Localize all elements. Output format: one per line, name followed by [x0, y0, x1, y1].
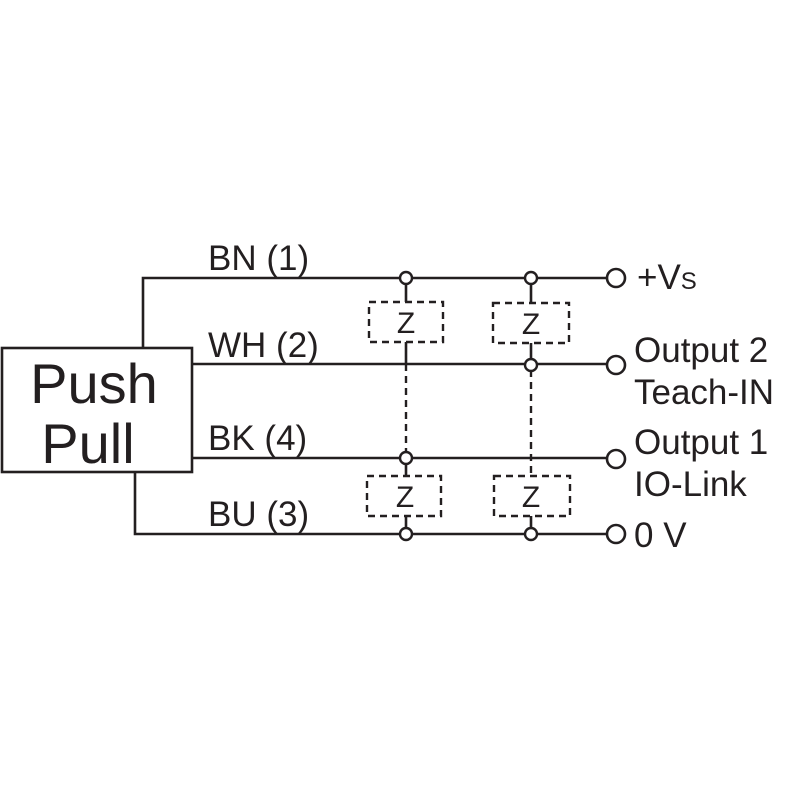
terminal-label-0v: 0 V — [634, 516, 687, 555]
terminal-label-vs-main: +V — [637, 258, 681, 297]
terminal-output-1 — [605, 448, 627, 470]
load-upper-left: Z — [367, 278, 445, 452]
junction-node — [398, 450, 414, 466]
load-lower-left: Z — [365, 458, 443, 528]
block-label-push: Push — [30, 352, 158, 415]
junction-node — [523, 357, 539, 373]
wire-bu — [133, 472, 606, 536]
junction-node — [523, 270, 539, 286]
wire-label-bn: BN (1) — [208, 239, 309, 278]
load-label: Z — [522, 308, 540, 341]
block-label-pull: Pull — [41, 412, 134, 475]
terminal-vs — [605, 267, 627, 289]
terminal-label-io-link: IO-Link — [634, 465, 747, 504]
terminal-label-vs-sub: S — [681, 268, 697, 295]
load-upper-right: Z — [491, 278, 571, 358]
load-box — [492, 474, 572, 518]
wire-label-bu: BU (3) — [208, 495, 309, 534]
load-box — [365, 474, 443, 518]
terminal-output-2 — [605, 354, 627, 376]
load-label: Z — [396, 481, 414, 514]
junction-node — [398, 526, 414, 542]
terminal-label-output-2: Output 2 — [634, 331, 768, 370]
terminal-label-output-1: Output 1 — [634, 423, 768, 462]
wire-label-bk: BK (4) — [208, 419, 307, 458]
junction-node — [398, 270, 414, 286]
wire-bn — [141, 276, 606, 348]
wire-label-wh: WH (2) — [208, 326, 319, 365]
junction-node — [523, 526, 539, 542]
push-pull-block — [0, 346, 194, 474]
terminal-label-teach-in: Teach-IN — [634, 373, 774, 412]
terminal-0v — [605, 523, 627, 545]
load-label: Z — [397, 307, 415, 340]
terminal-label-vs: +VS — [637, 258, 697, 297]
load-box — [491, 301, 571, 345]
load-lower-right: Z — [492, 370, 572, 528]
load-label: Z — [522, 481, 540, 514]
